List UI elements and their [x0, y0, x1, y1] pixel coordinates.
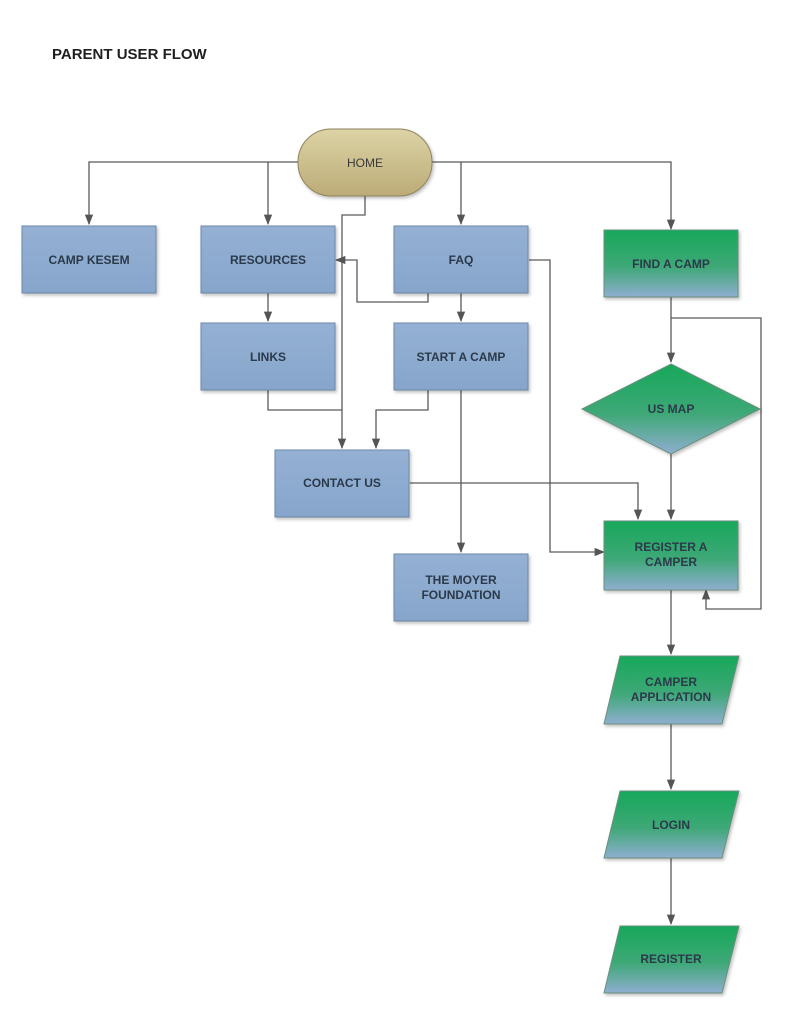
node-faq-label: FAQ [449, 253, 474, 267]
node-faq[interactable]: FAQ [393, 225, 529, 294]
node-register-label: REGISTER [640, 952, 702, 966]
node-links[interactable]: LINKS [200, 322, 336, 391]
node-us-map-label: US MAP [648, 402, 695, 416]
node-register[interactable]: REGISTER [603, 925, 740, 994]
connector-home-contact-us [337, 196, 366, 450]
node-login-label: LOGIN [652, 818, 690, 832]
node-camper-application[interactable]: CAMPER APPLICATION [603, 655, 740, 725]
node-camper-application-line-2: APPLICATION [631, 690, 711, 704]
node-register-a-camper[interactable]: REGISTER A CAMPER [603, 520, 739, 591]
node-home-label: HOME [347, 156, 383, 170]
node-login[interactable]: LOGIN [603, 790, 740, 859]
connector-faq-resources [334, 255, 429, 303]
connectors [84, 161, 762, 926]
node-register-a-camper-line-1: REGISTER A [635, 540, 708, 554]
node-camp-kesem-label: CAMP KESEM [48, 253, 129, 267]
node-moyer-line-1: THE MOYER [425, 573, 497, 587]
connector-home-find-a-camp [461, 161, 676, 231]
connector-contact-us-register [410, 482, 643, 521]
node-camper-application-line-1: CAMPER [645, 675, 697, 689]
node-start-a-camp-label: START A CAMP [417, 350, 506, 364]
node-camp-kesem[interactable]: CAMP KESEM [21, 225, 157, 294]
node-contact-us-label: CONTACT US [303, 476, 381, 490]
node-start-a-camp[interactable]: START A CAMP [393, 322, 529, 391]
connector-faq-register [529, 259, 606, 557]
connector-start-a-camp-contact-us [371, 390, 429, 450]
node-home[interactable]: HOME [297, 128, 433, 197]
node-contact-us[interactable]: CONTACT US [274, 449, 410, 518]
connector-links-contact-us [267, 390, 342, 411]
node-register-a-camper-line-2: CAMPER [645, 555, 697, 569]
node-links-label: LINKS [250, 350, 286, 364]
node-moyer-line-2: FOUNDATION [421, 588, 500, 602]
node-resources-label: RESOURCES [230, 253, 306, 267]
connector-find-a-camp-loop [671, 317, 762, 610]
node-us-map[interactable]: US MAP [580, 363, 762, 455]
node-the-moyer-foundation[interactable]: THE MOYER FOUNDATION [393, 553, 529, 622]
node-resources[interactable]: RESOURCES [200, 225, 336, 294]
page-title: PARENT USER FLOW [52, 46, 207, 63]
connector-home-faq [432, 161, 466, 226]
node-find-a-camp[interactable]: FIND A CAMP [603, 229, 739, 298]
connector-home-spine [84, 161, 298, 226]
node-find-a-camp-label: FIND A CAMP [632, 257, 710, 271]
